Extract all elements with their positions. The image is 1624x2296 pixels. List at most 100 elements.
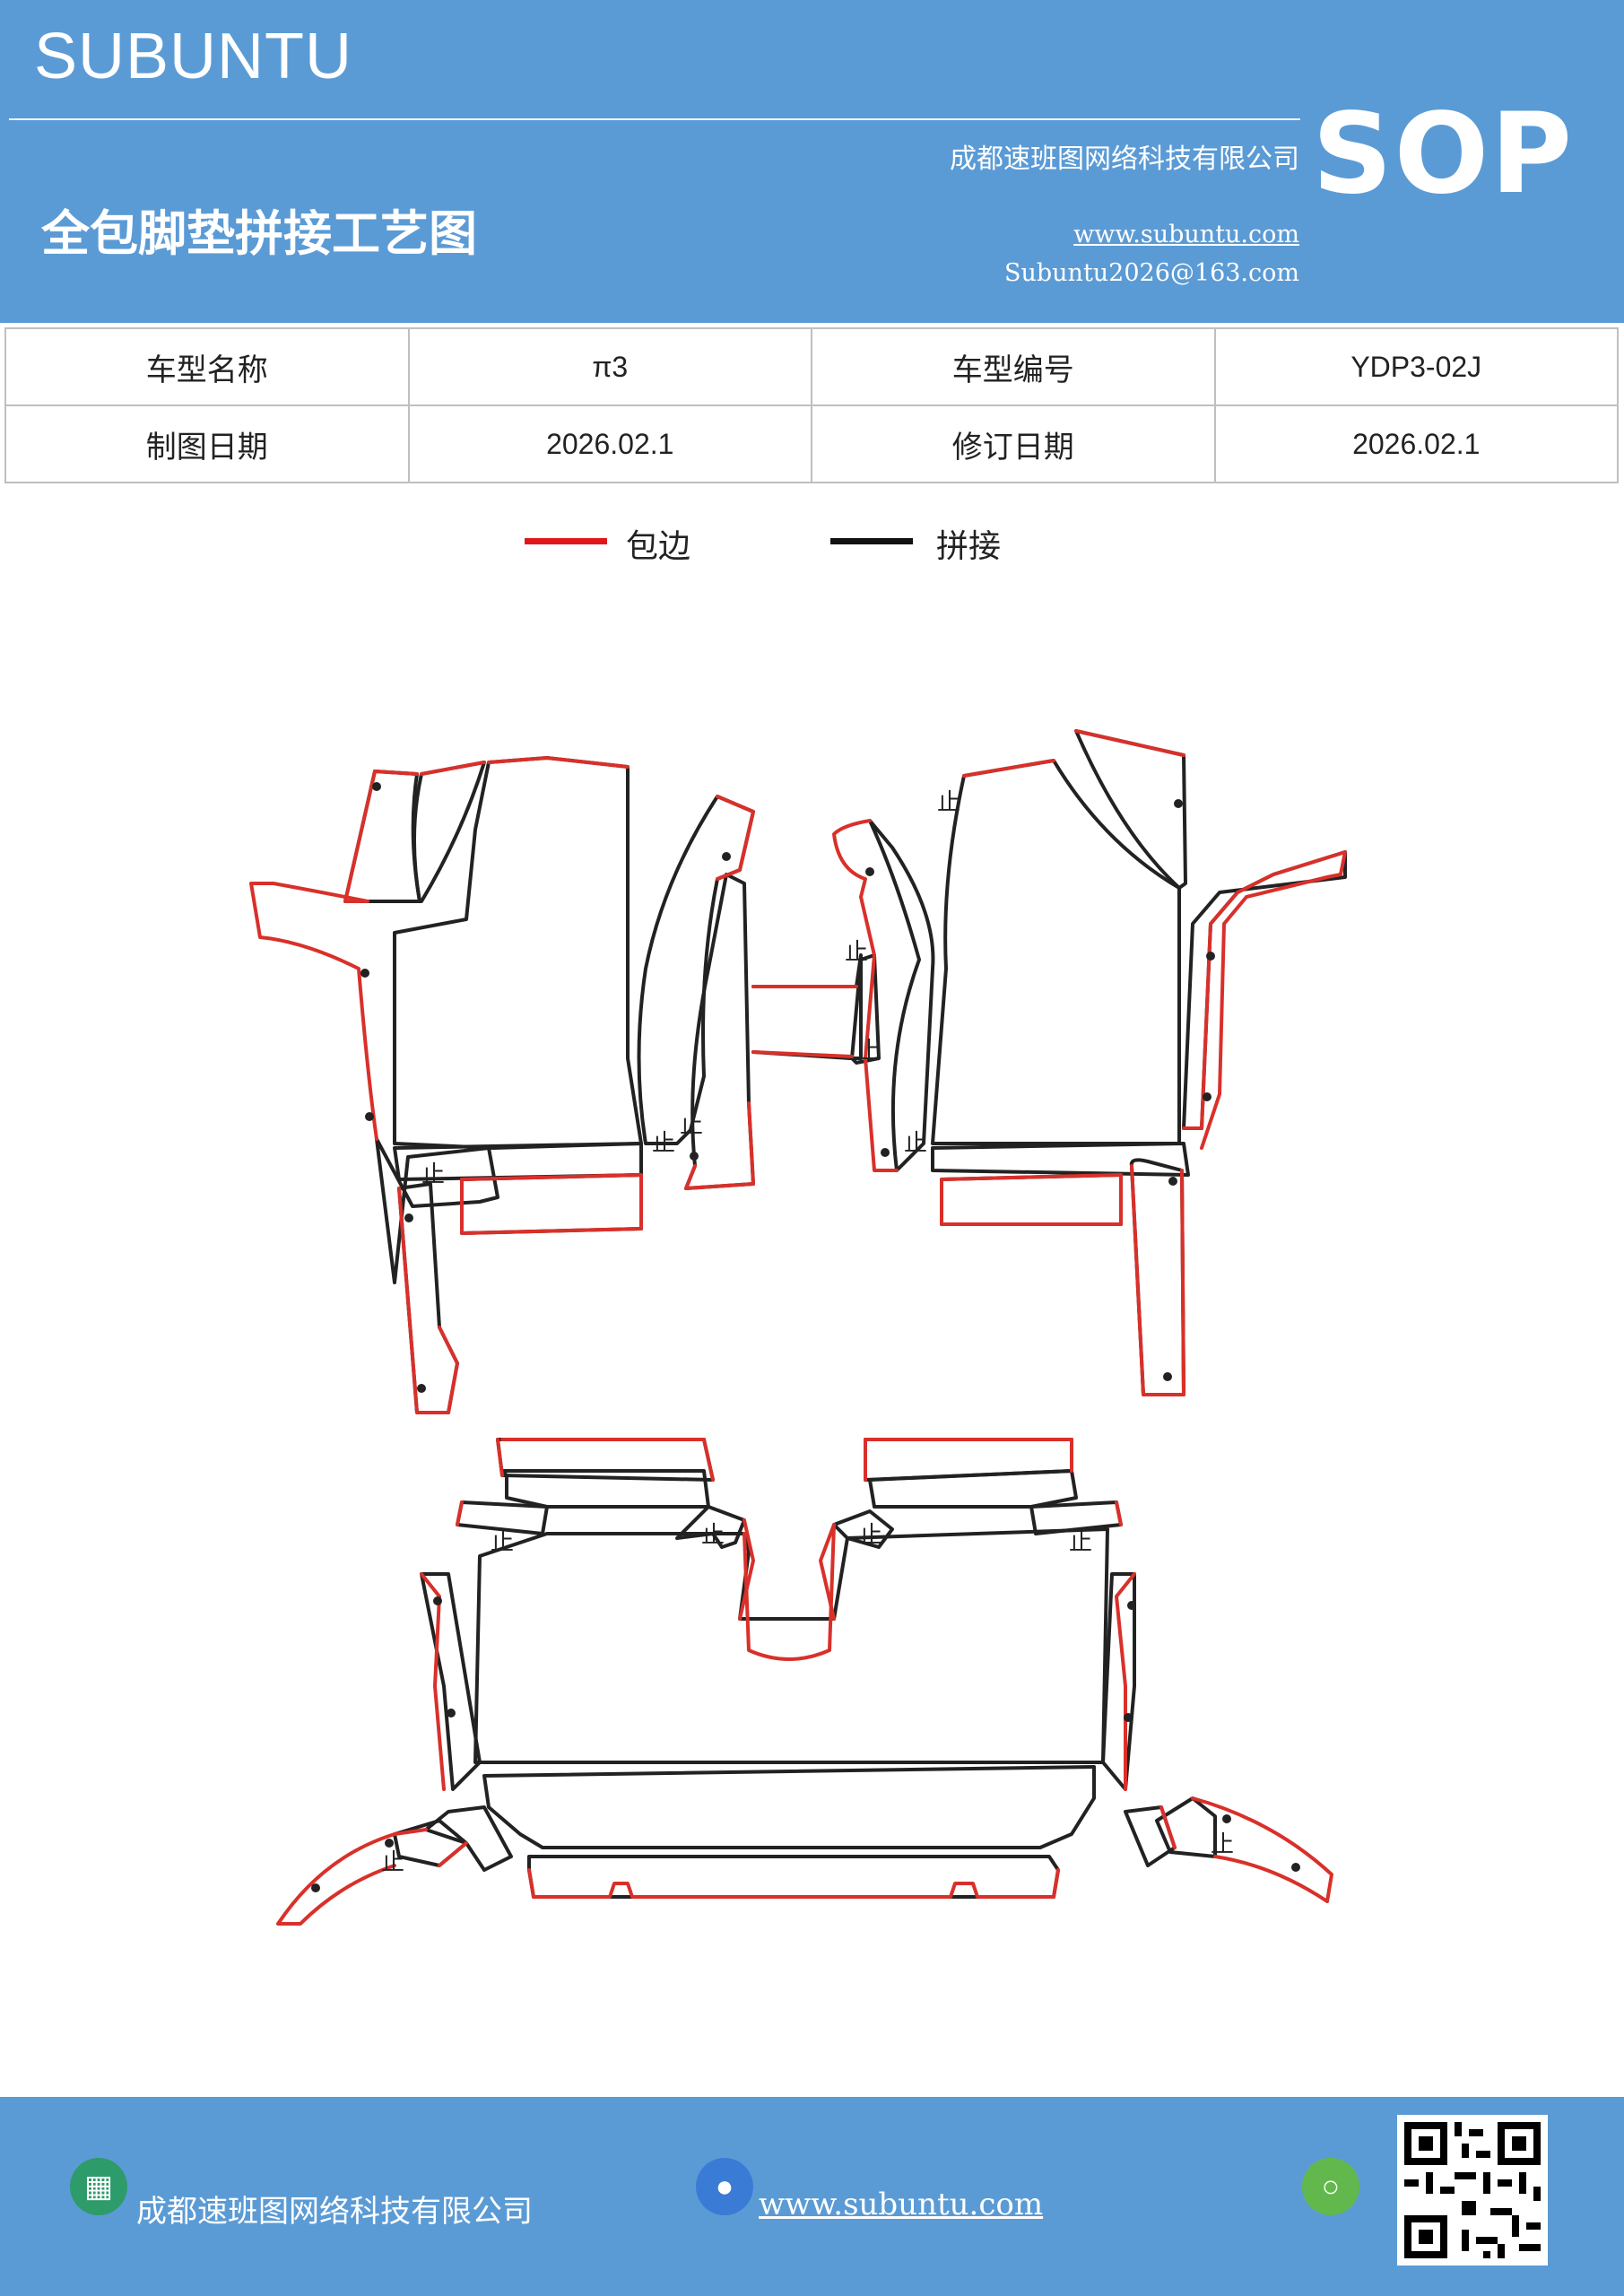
fastener-dot (1168, 1177, 1177, 1186)
stop-mark: 止 (845, 939, 868, 966)
mat-piece (1074, 729, 1187, 890)
mat-piece (343, 770, 421, 903)
rear-mat (393, 1438, 1217, 1899)
mat-piece (637, 795, 755, 1145)
stop-mark: 止 (856, 1038, 880, 1065)
vehicle-info-table: 车型名称 π3 车型编号 YDP3-02J 制图日期 2026.02.1 修订日… (4, 327, 1619, 483)
footer-band: ▦ 成都速班图网络科技有限公司 ● www.subuntu.com ○ (0, 2097, 1624, 2296)
edge-line (1182, 850, 1347, 1150)
fastener-dot (417, 1384, 426, 1393)
table-row: 制图日期 2026.02.1 修订日期 2026.02.1 (4, 404, 1619, 483)
edge-line (249, 770, 419, 1141)
model-name-value: π3 (407, 327, 812, 406)
fastener-dot (865, 867, 874, 876)
edge-line (940, 1173, 1123, 1226)
edge-line (743, 1523, 836, 1661)
revise-date-value: 2026.02.1 (1213, 404, 1619, 483)
header-band: SUBUNTU SOP 成都速班图网络科技有限公司 全包脚垫拼接工艺图 www.… (0, 0, 1624, 323)
mat-piece (393, 756, 643, 1150)
edge-line (1115, 1572, 1136, 1791)
seam-line-swatch (830, 538, 913, 544)
fastener-dot (1222, 1814, 1231, 1823)
mat-piece (482, 1765, 1096, 1849)
table-row: 车型名称 π3 车型编号 YDP3-02J (4, 327, 1619, 406)
fastener-dot (881, 1148, 890, 1157)
fastener-dot (1127, 1601, 1136, 1610)
stop-mark: 止 (859, 1522, 882, 1549)
edge-line (716, 795, 755, 881)
email-address: Subuntu2026@163.com (1004, 259, 1299, 287)
stop-mark: 止 (701, 1522, 725, 1549)
model-code-label: 车型编号 (811, 327, 1216, 406)
edge-line (832, 819, 876, 957)
edge-line (1115, 1500, 1123, 1526)
header-divider (9, 118, 1300, 120)
fastener-dot (1291, 1863, 1300, 1872)
mat-piece (473, 1527, 1109, 1764)
fastener-dot (360, 969, 369, 978)
fastener-dot (385, 1839, 394, 1848)
legend: 包边 拼接 (0, 520, 1624, 574)
document-title: 全包脚垫拼接工艺图 (41, 205, 477, 262)
edge-line (738, 1518, 755, 1621)
mat-piece (751, 953, 863, 1060)
mat-piece (868, 1469, 1078, 1509)
qr-code-graphic (1397, 2115, 1548, 2266)
mat-piece (868, 819, 935, 1172)
mat-piece (460, 1173, 643, 1235)
edge-line (702, 1438, 715, 1482)
mat-piece (1129, 1158, 1185, 1396)
draw-date-value: 2026.02.1 (407, 404, 812, 483)
fastener-dot (365, 1112, 374, 1121)
edge-line (751, 1050, 854, 1058)
edge-line (460, 1173, 643, 1235)
edge-line-swatch (525, 538, 607, 544)
globe-icon: ● (696, 2158, 753, 2215)
fastener-dot (722, 852, 731, 861)
model-name-label: 车型名称 (4, 327, 410, 406)
edge-line (962, 759, 1055, 778)
edge-line (1074, 729, 1185, 757)
stop-mark: 止 (1069, 1529, 1092, 1556)
model-code-value: YDP3-02J (1213, 327, 1619, 406)
footer-company-name: 成都速班图网络科技有限公司 (136, 2194, 533, 2230)
edge-line (684, 1101, 755, 1190)
fastener-dot (1174, 799, 1183, 808)
edge-line (456, 1500, 464, 1526)
edge-line (276, 1828, 428, 1926)
mat-piece (940, 1173, 1123, 1226)
rear-mat-edges (276, 1438, 1333, 1926)
footer-website-link[interactable]: www.subuntu.com (759, 2187, 1044, 2222)
edge-legend-label: 包边 (626, 528, 691, 565)
front-left-mat (343, 756, 755, 1414)
revise-date-label: 修订日期 (811, 404, 1216, 483)
stop-mark: 止 (381, 1849, 404, 1876)
fastener-dot (447, 1709, 456, 1718)
website-link[interactable]: www.subuntu.com (1073, 221, 1299, 248)
edge-line (438, 1841, 468, 1867)
mat-piece (684, 873, 755, 1190)
edge-line (487, 756, 630, 769)
fastener-dot (1206, 952, 1215, 961)
front-right-edges (751, 729, 1347, 1396)
stop-mark: 止 (680, 1112, 703, 1139)
fastener-dot (433, 1596, 442, 1605)
draw-date-label: 制图日期 (4, 404, 410, 483)
edge-line (1191, 1796, 1333, 1903)
edge-line (527, 1868, 1060, 1899)
fastener-dot (690, 1152, 699, 1161)
seam-legend-label: 拼接 (936, 528, 1002, 565)
doc-type-label: SOP (1312, 90, 1574, 219)
edge-line (864, 1057, 899, 1172)
fastener-dot (1163, 1372, 1172, 1381)
mat-piece (375, 1137, 499, 1284)
stop-marks: 止 止 止 止 止 止 止 止 止 止 止 止 止 (381, 789, 1234, 1876)
brand-name: SUBUNTU (34, 21, 353, 92)
mat-piece (931, 759, 1181, 1145)
mat-piece (1155, 1796, 1217, 1858)
floor-mat-diagram: 止 止 止 止 止 止 止 止 止 止 止 止 止 (249, 729, 1347, 1926)
edge-line (496, 1438, 504, 1477)
edge-line (420, 1572, 446, 1791)
stop-mark: 止 (937, 789, 960, 816)
stop-mark: 止 (904, 1130, 927, 1157)
